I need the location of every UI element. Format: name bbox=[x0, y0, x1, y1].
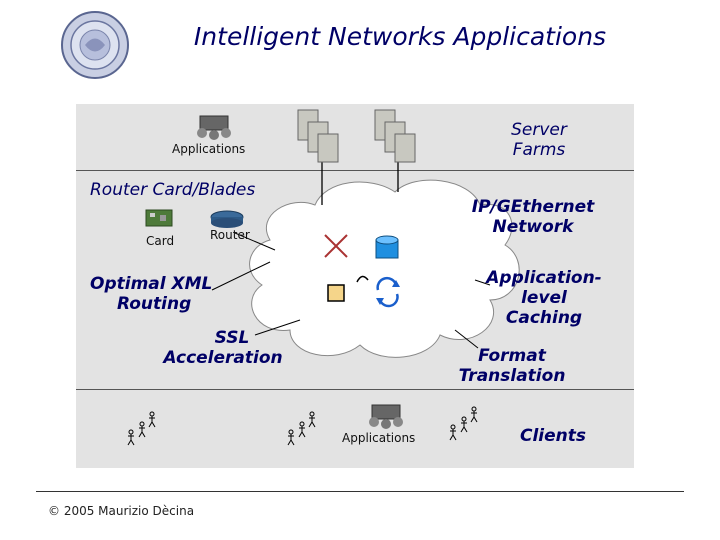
database-icon bbox=[375, 235, 399, 259]
footer-divider bbox=[36, 491, 684, 492]
label-optimal-xml: Optimal XML Routing bbox=[90, 274, 212, 314]
callout-caching bbox=[474, 279, 491, 286]
server-farms-line2: Farms bbox=[512, 140, 566, 160]
document-icon bbox=[327, 284, 345, 302]
divider-bottom bbox=[76, 389, 634, 390]
x-cross-icon bbox=[324, 234, 348, 258]
clients-icon bbox=[127, 406, 478, 446]
label-clients: Clients bbox=[520, 426, 587, 446]
ssl-line2: Acceleration bbox=[163, 348, 283, 368]
router-icon bbox=[210, 210, 244, 228]
optimal-xml-line1: Optimal XML bbox=[90, 274, 213, 294]
ip-network-line1: IP/GEthernet bbox=[471, 197, 595, 217]
server-icon bbox=[297, 109, 416, 163]
label-ssl: SSL Acceleration bbox=[158, 328, 288, 368]
divider-top bbox=[76, 170, 634, 171]
applications-icon bbox=[369, 404, 403, 429]
university-seal-icon bbox=[61, 11, 129, 79]
label-server-farms: Server Farms bbox=[500, 120, 578, 160]
format-line1: Format bbox=[478, 346, 546, 366]
label-router: Router bbox=[210, 228, 250, 242]
server-farms-line1: Server bbox=[511, 120, 567, 140]
footer-copyright: © 2005 Maurizio Dècina bbox=[48, 504, 195, 518]
label-applications-top: Applications bbox=[172, 142, 246, 156]
callout-router bbox=[234, 232, 276, 251]
cycle-icon bbox=[376, 276, 400, 308]
optimal-xml-line2: Routing bbox=[117, 294, 192, 314]
ip-network-line2: Network bbox=[492, 217, 574, 237]
app-caching-line2: level bbox=[521, 288, 567, 308]
format-line2: Translation bbox=[458, 366, 566, 386]
applications-icon bbox=[197, 115, 231, 140]
label-applications-bottom: Applications bbox=[342, 431, 416, 445]
arc-icon bbox=[356, 275, 369, 283]
label-card: Card bbox=[146, 234, 175, 248]
callout-xml bbox=[211, 261, 271, 291]
label-ip-network: IP/GEthernet Network bbox=[458, 197, 608, 237]
app-caching-line3: Caching bbox=[505, 308, 583, 328]
callout-ssl bbox=[254, 319, 301, 336]
card-icon bbox=[145, 209, 173, 227]
label-router-card-blades: Router Card/Blades bbox=[90, 180, 256, 200]
label-format-translation: Format Translation bbox=[452, 346, 572, 386]
callout-format bbox=[454, 329, 479, 349]
page-title: Intelligent Networks Applications bbox=[193, 22, 607, 51]
ssl-line1: SSL bbox=[214, 328, 250, 348]
app-caching-line1: Application- bbox=[486, 268, 602, 288]
label-app-caching: Application- level Caching bbox=[484, 268, 604, 328]
